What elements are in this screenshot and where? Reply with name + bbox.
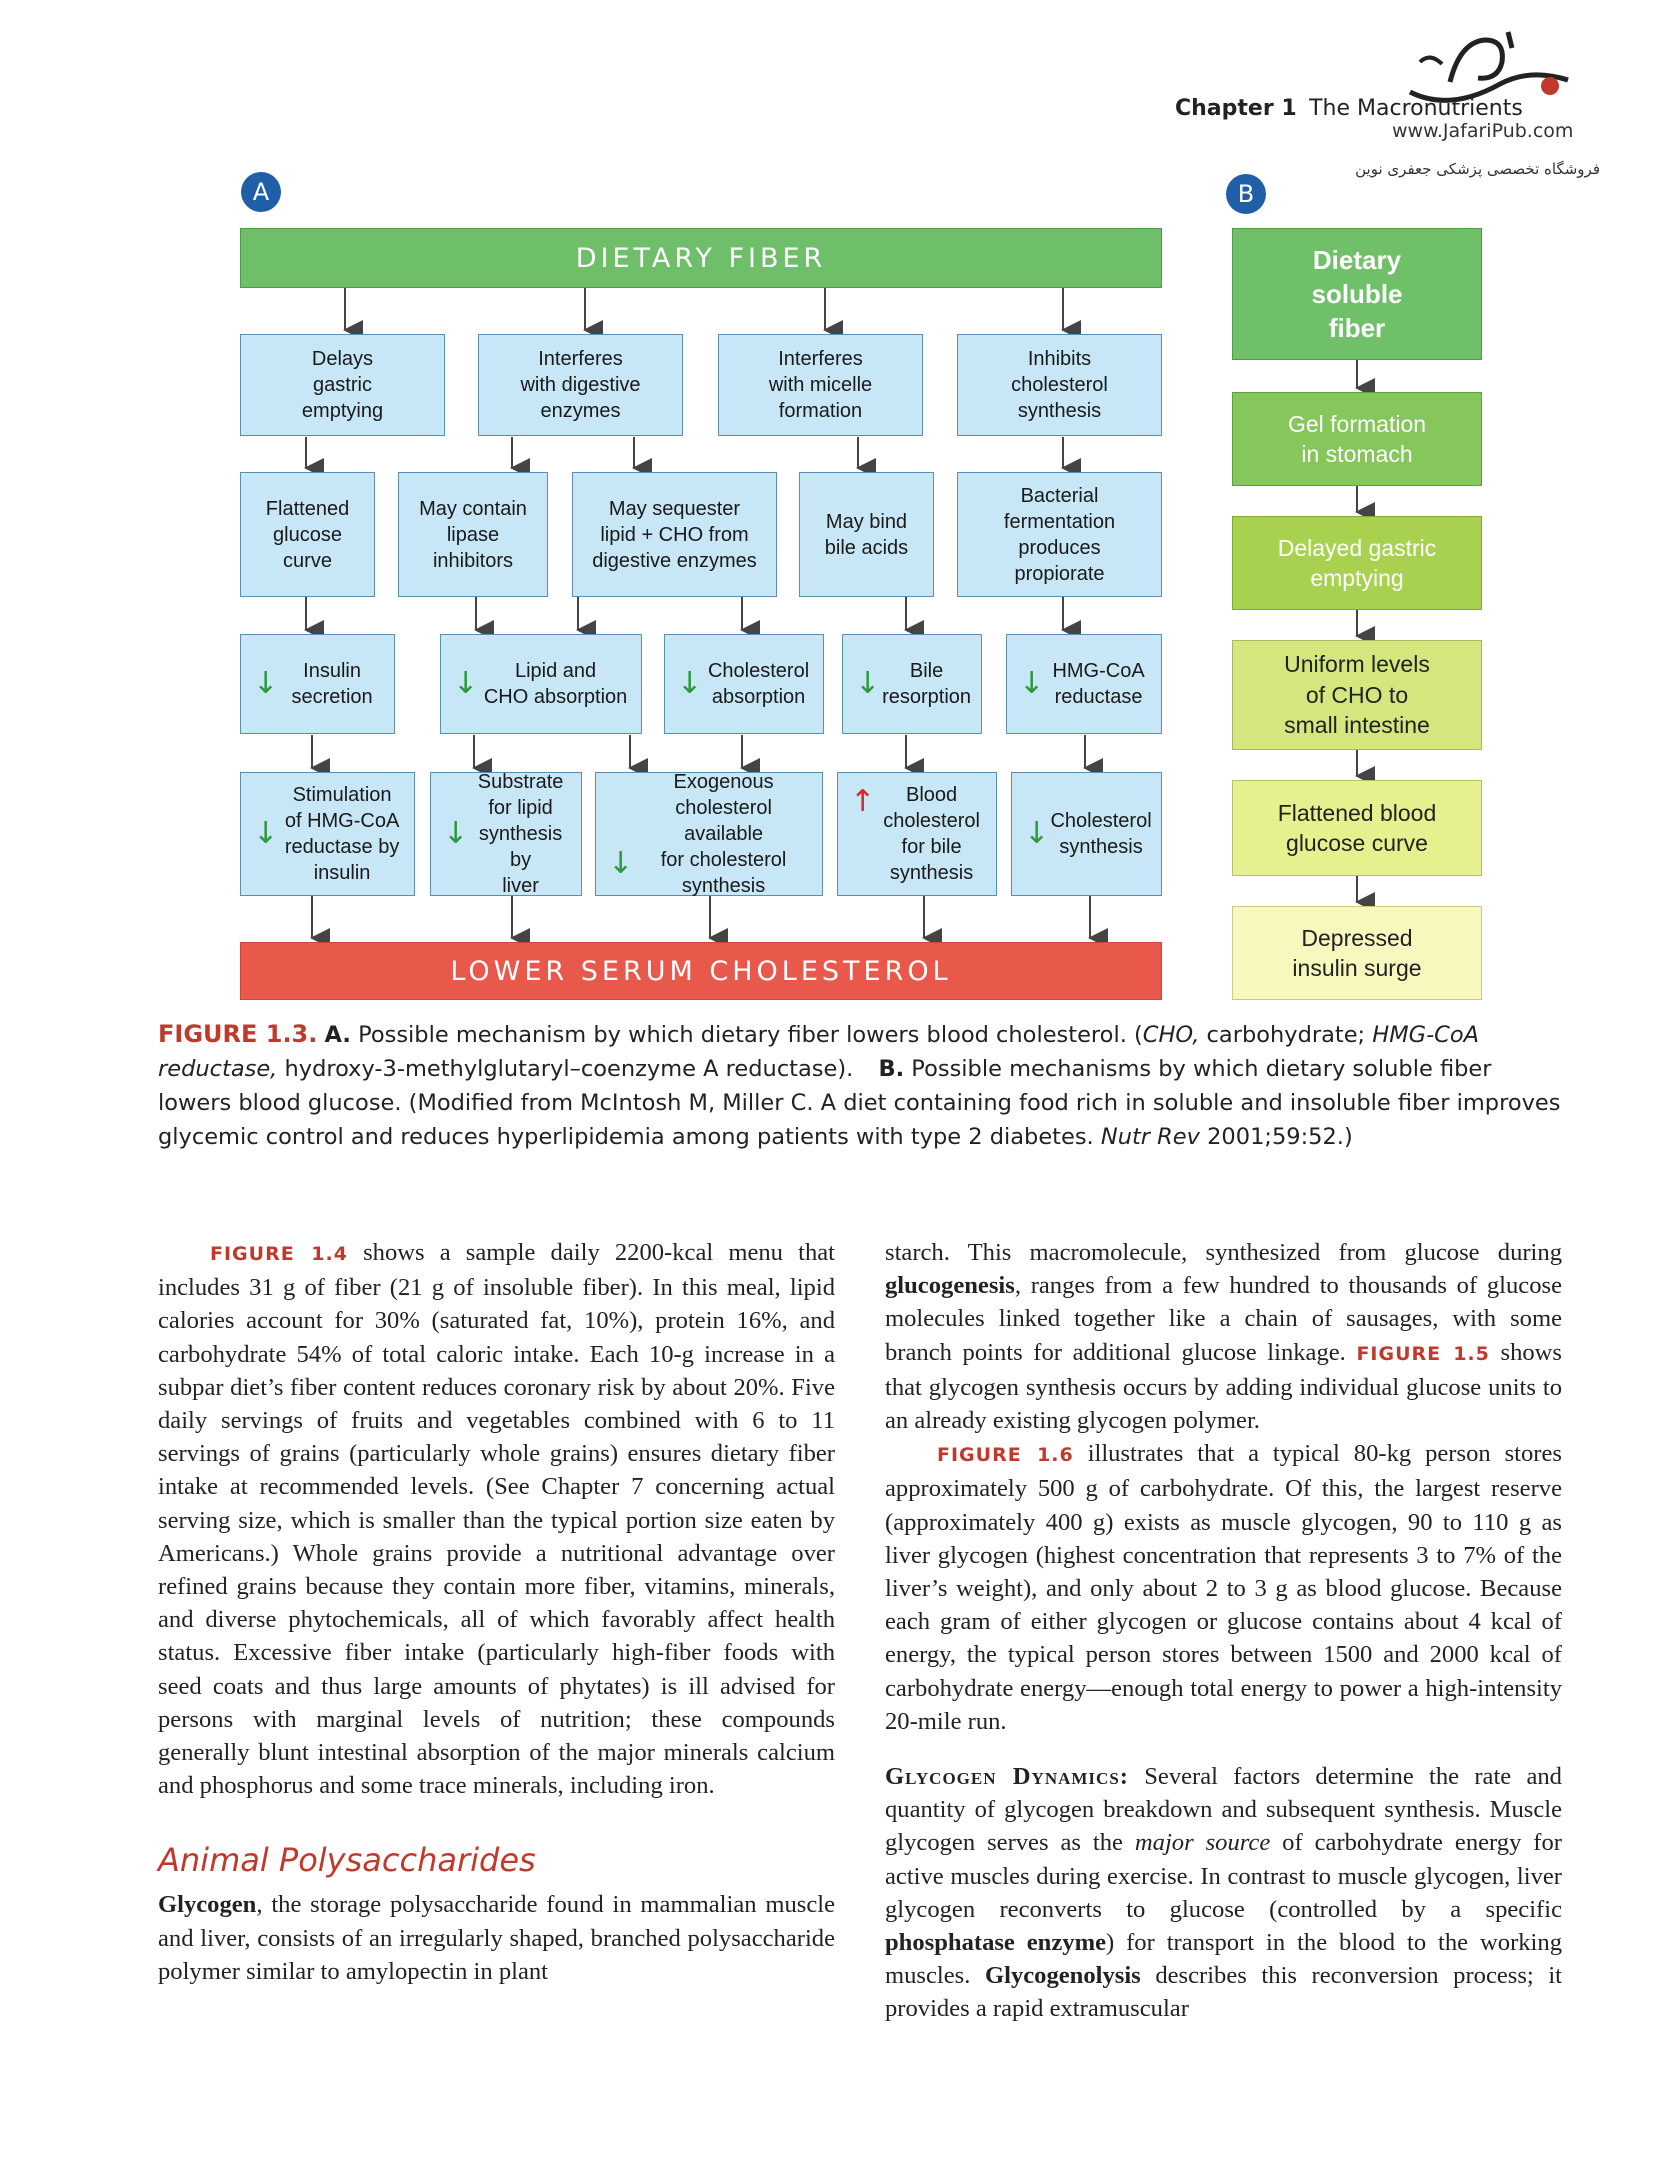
b-box-depressed-insulin: Depressed insulin surge [1232, 906, 1482, 1000]
jafari-logo-icon [1408, 31, 1569, 103]
box-bind-bile-acids: May bind bile acids [799, 472, 934, 597]
chapter-title: The Macronutrients [1309, 96, 1523, 121]
publisher-logo [1390, 22, 1580, 114]
b-box-uniform-cho: Uniform levels of CHO to small intestine [1232, 640, 1482, 750]
right-column: starch. This macromolecule, synthesized … [885, 1236, 1562, 2026]
decrease-arrow-icon: ↓ [253, 816, 279, 851]
figure-label: FIGURE 1.3. [158, 1020, 318, 1048]
running-header: Chapter 1 The Macronutrients [1175, 96, 1595, 136]
decrease-arrow-icon: ↓ [1024, 816, 1050, 851]
publisher-name: فروشگاه تخصصی پزشکی جعفری نوین [1355, 160, 1600, 178]
figure-1-5-link[interactable]: FIGURE 1.5 [1356, 1342, 1490, 1365]
box-inhibits-cholesterol-synthesis: Inhibits cholesterol synthesis [957, 334, 1162, 436]
caption-a-label: A. [324, 1022, 351, 1048]
paragraph-fiber-menu: FIGURE 1.4 shows a sample daily 2200-kca… [158, 1239, 835, 1800]
box-bacterial-fermentation: Bacterial fermentation produces propiora… [957, 472, 1162, 597]
box-bile-resorption: ↓ Bile resorption [842, 634, 982, 734]
box-substrate-lipid-synthesis: ↓ Substrate for lipid synthesis by liver [430, 771, 582, 897]
box-insulin-secretion: ↓ Insulin secretion [240, 634, 395, 734]
decrease-arrow-icon: ↓ [1019, 666, 1045, 701]
box-delays-gastric-emptying: Delays gastric emptying [240, 334, 445, 436]
decrease-arrow-icon: ↓ [608, 846, 634, 881]
figure-1-4-link[interactable]: FIGURE 1.4 [210, 1243, 348, 1265]
b-box-delayed-gastric-emptying: Delayed gastric emptying [1232, 516, 1482, 610]
paragraph-glycogen-dynamics: Glycogen Dynamics: Several factors deter… [885, 1763, 1563, 2023]
paragraph-carbohydrate-stores: FIGURE 1.6 illustrates that a typical 80… [885, 1440, 1562, 1735]
section-heading-animal-polysaccharides: Animal Polysaccharides [158, 1841, 536, 1880]
b-box-flattened-blood-glucose: Flattened blood glucose curve [1232, 780, 1482, 876]
panel-a-connectors [304, 288, 1375, 948]
figure-caption: FIGURE 1.3. A. Possible mechanism by whi… [158, 1020, 1561, 1150]
run-in-heading-glycogen-dynamics: Glycogen Dynamics: [885, 1763, 1129, 1791]
dietary-fiber-bar: DIETARY FIBER [240, 228, 1162, 288]
box-interferes-micelle: Interferes with micelle formation [718, 334, 923, 436]
decrease-arrow-icon: ↓ [453, 666, 479, 701]
paragraph-glycogen: Glycogen, the storage polysaccharide fou… [158, 1891, 835, 1985]
lower-serum-cholesterol-bar: LOWER SERUM CHOLESTEROL [240, 942, 1162, 1000]
paragraph-glycogen-synthesis: starch. This macromolecule, synthesized … [885, 1239, 1562, 1435]
increase-arrow-icon: ↑ [850, 784, 876, 819]
box-flattened-glucose-curve: Flattened glucose curve [240, 472, 375, 597]
decrease-arrow-icon: ↓ [677, 666, 703, 701]
caption-b-label: B. [878, 1056, 905, 1082]
figure-1-6-link[interactable]: FIGURE 1.6 [937, 1444, 1074, 1467]
decrease-arrow-icon: ↓ [253, 666, 279, 701]
publisher-site[interactable]: www.JafariPub.com [1392, 120, 1574, 142]
box-lipase-inhibitors: May contain lipase inhibitors [398, 472, 548, 597]
decrease-arrow-icon: ↓ [443, 816, 469, 851]
box-cholesterol-synthesis: ↓ Cholesterol synthesis [1011, 772, 1162, 896]
b-box-gel-formation: Gel formation in stomach [1232, 392, 1482, 486]
panel-b-badge: B [1226, 174, 1266, 214]
b-box-dietary-soluble-fiber: Dietary soluble fiber [1232, 228, 1482, 360]
box-lipid-cho-absorption: ↓ Lipid and CHO absorption [440, 634, 642, 734]
box-sequester-lipid: May sequester lipid + CHO from digestive… [572, 472, 777, 597]
decrease-arrow-icon: ↓ [855, 666, 881, 701]
panel-a-badge: A [241, 172, 281, 212]
left-column: FIGURE 1.4 shows a sample daily 2200-kca… [158, 1236, 835, 1988]
box-interferes-digestive-enzymes: Interferes with digestive enzymes [478, 334, 683, 436]
box-blood-cholesterol-bile: ↑ Blood cholesterol for bile synthesis [837, 772, 997, 896]
box-cholesterol-absorption: ↓ Cholesterol absorption [664, 634, 824, 734]
box-exogenous-cholesterol: ↓ Exogenous cholesterol available for ch… [595, 771, 823, 897]
box-stimulation-hmg-coa: ↓ Stimulation of HMG-CoA reductase by in… [240, 772, 415, 896]
box-hmg-coa-reductase: ↓ HMG-CoA reductase [1006, 634, 1162, 734]
chapter-label: Chapter 1 [1175, 96, 1297, 121]
